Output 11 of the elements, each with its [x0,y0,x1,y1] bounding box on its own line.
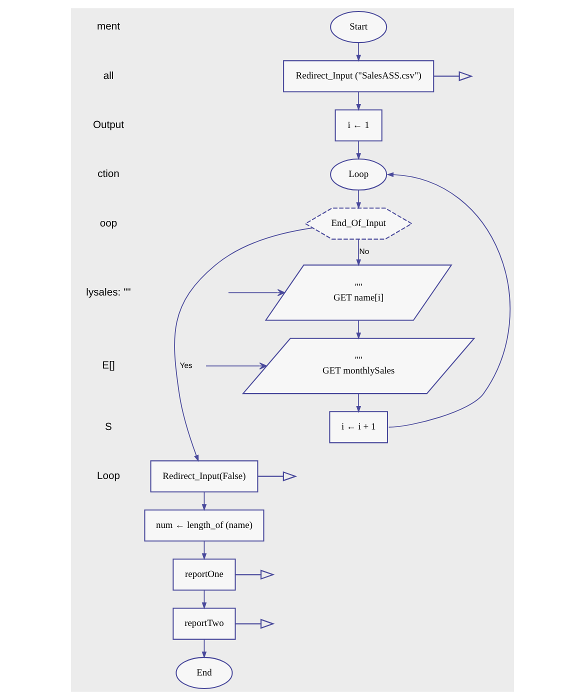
label: all [102,70,114,82]
label: ction [97,169,119,180]
label: oop [99,218,117,230]
label: E[] [102,360,114,372]
label: Output [92,120,124,132]
label: ment [96,22,120,33]
edge-label: No [358,247,369,256]
label: S [104,422,112,433]
label: Loop [96,471,120,482]
edge-label: Yes [179,360,192,370]
label: lysales: "" [86,287,130,298]
